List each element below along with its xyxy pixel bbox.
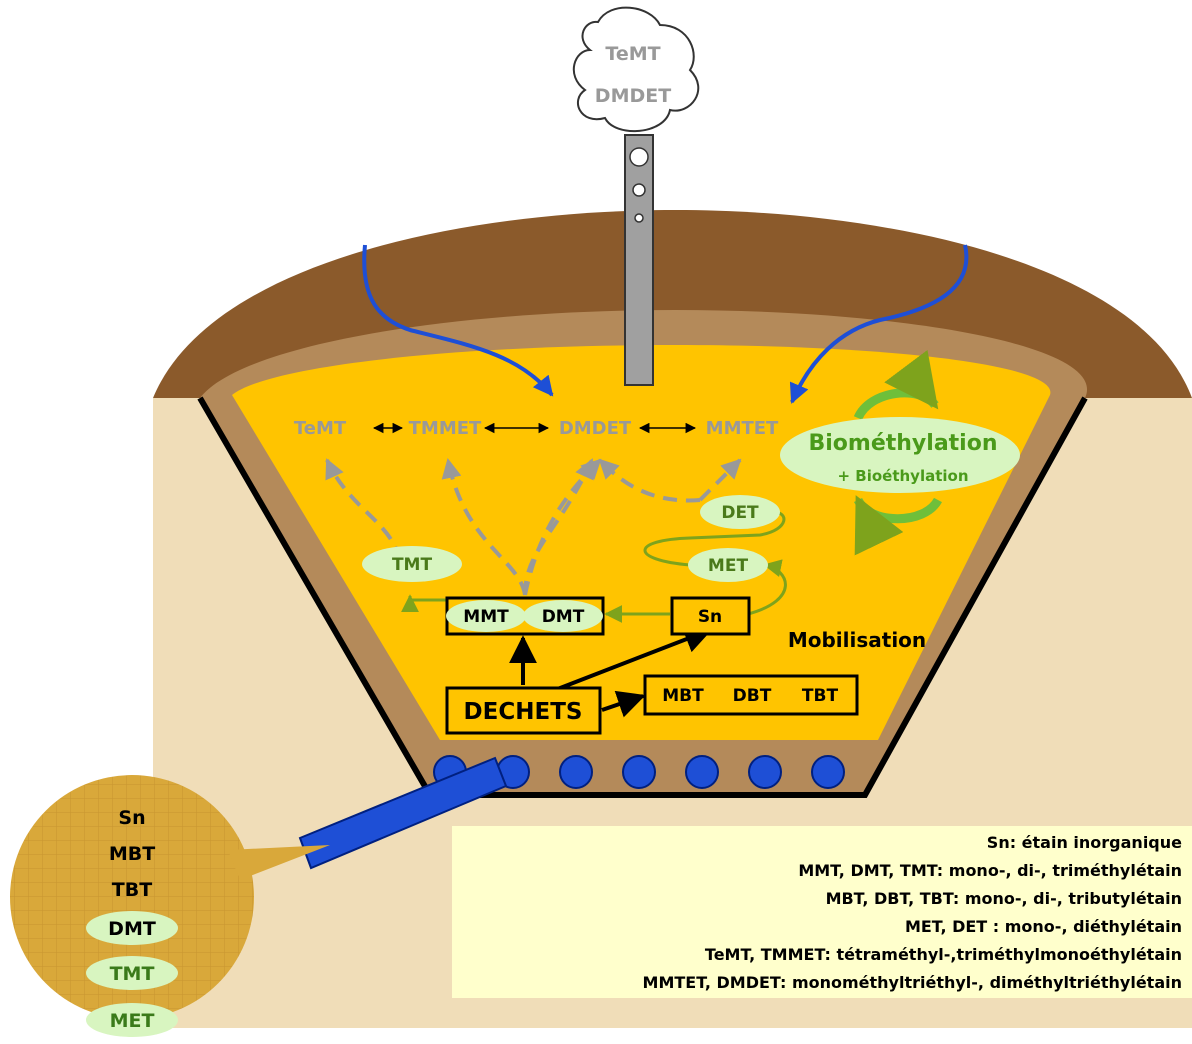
volatile-mmtet: MMTET bbox=[706, 418, 779, 439]
mobilisation-label: Mobilisation bbox=[788, 628, 926, 652]
det-ellipse bbox=[700, 495, 780, 529]
volatilization-arrow bbox=[698, 458, 742, 502]
leachate-tbt: TBT bbox=[112, 879, 152, 901]
liner bbox=[197, 396, 1088, 798]
legend-line-1: Sn: étain inorganique bbox=[987, 833, 1182, 852]
legend-line-6: MMTET, DMDET: monométhyltriéthyl-, dimét… bbox=[643, 973, 1182, 992]
ethylation-path bbox=[747, 559, 787, 616]
waste-tbt: TBT bbox=[802, 686, 839, 706]
leachate-mbt: MBT bbox=[109, 843, 155, 865]
gas-cloud bbox=[572, 6, 700, 133]
sn-box bbox=[670, 596, 751, 636]
legend-line-2: MMT, DMT, TMT: mono-, di-, triméthylétai… bbox=[798, 861, 1182, 880]
species-det: DET bbox=[721, 503, 759, 523]
species-met: MET bbox=[708, 556, 749, 576]
species-dmt: DMT bbox=[542, 607, 585, 627]
waste-mbt: MBT bbox=[662, 686, 704, 706]
leachate-met: MET bbox=[110, 1010, 155, 1032]
leachate-dmt: DMT bbox=[108, 918, 156, 940]
drain-ball bbox=[685, 755, 719, 789]
volatilization-arrow bbox=[523, 458, 602, 596]
ethylation-path bbox=[643, 510, 786, 567]
drain-ball bbox=[811, 755, 845, 789]
species-sn: Sn bbox=[698, 607, 722, 627]
biomethylation-label: Biométhylation bbox=[808, 431, 997, 456]
cloud-label-1: TeMT bbox=[605, 43, 660, 65]
cycle-arrow-top bbox=[853, 349, 939, 421]
volatilization-arrow bbox=[441, 458, 527, 596]
drain-ball bbox=[748, 755, 782, 789]
drain-ball bbox=[622, 755, 656, 789]
dechets-box bbox=[445, 686, 602, 735]
biomethylation-ellipse bbox=[780, 417, 1020, 493]
leachate-tmt: TMT bbox=[110, 963, 155, 985]
volatilization-arrow bbox=[598, 458, 701, 503]
met-ellipse bbox=[688, 548, 768, 582]
cloud-label-2: DMDET bbox=[595, 85, 671, 107]
species-tmt: TMT bbox=[392, 555, 433, 575]
species-mmt: MMT bbox=[463, 607, 509, 627]
waste-dbt: DBT bbox=[733, 686, 772, 706]
butyltin-box bbox=[643, 674, 859, 716]
outlet-pipe bbox=[298, 756, 508, 870]
legend-line-3: MBT, DBT, TBT: mono-, di-, tributylétain bbox=[826, 889, 1182, 908]
dechets-label: DECHETS bbox=[464, 699, 583, 725]
methylation-path bbox=[401, 594, 448, 613]
volatile-temt: TeMT bbox=[294, 418, 347, 439]
drain-ball bbox=[559, 755, 593, 789]
cycle-arrow-bottom bbox=[853, 495, 942, 556]
legend-box bbox=[452, 826, 1192, 998]
dechets-arrow bbox=[554, 626, 713, 692]
legend-line-5: TeMT, TMMET: tétraméthyl-,triméthylmonoé… bbox=[705, 945, 1182, 964]
leachate-sn: Sn bbox=[118, 807, 145, 829]
tmt-ellipse bbox=[362, 546, 462, 582]
leachate-circle bbox=[10, 775, 254, 1019]
bioethylation-label: + Bioéthylation bbox=[837, 467, 968, 485]
legend-line-4: MET, DET : mono-, diéthylétain bbox=[905, 917, 1182, 936]
dechets-arrow bbox=[601, 690, 646, 718]
infiltration-arrow bbox=[789, 244, 969, 404]
gas-vent-pipe bbox=[624, 134, 654, 386]
infiltration-arrow bbox=[362, 244, 554, 397]
volatile-tmmet: TMMET bbox=[409, 418, 482, 439]
leachate-pointer bbox=[228, 845, 330, 880]
volatile-dmdet: DMDET bbox=[559, 418, 632, 439]
